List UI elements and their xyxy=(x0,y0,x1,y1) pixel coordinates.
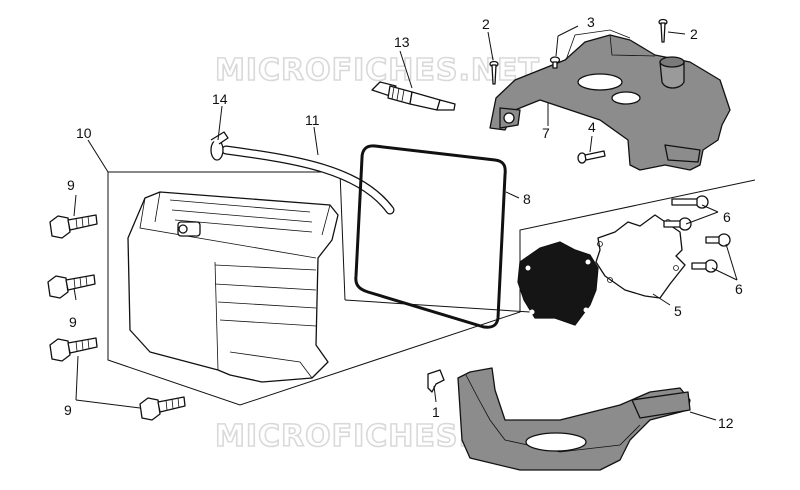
callout-2-right: 2 xyxy=(690,26,698,42)
breather-hose xyxy=(221,145,395,215)
screw-3 xyxy=(549,56,561,69)
assembly-frame-lines xyxy=(107,171,756,406)
cover-gasket xyxy=(354,144,507,329)
bolt-9-c xyxy=(49,337,98,362)
callout-10: 10 xyxy=(76,125,92,141)
callout-9-top: 9 xyxy=(67,177,75,193)
screw-2-right xyxy=(658,18,668,43)
callout-14: 14 xyxy=(212,91,228,107)
watermark-top: MICROFICHES.NET xyxy=(215,53,540,88)
cylinder-head-cover xyxy=(127,191,339,383)
callout-8: 8 xyxy=(523,191,531,207)
bottom-shroud xyxy=(457,367,691,471)
callout-13: 13 xyxy=(394,34,410,50)
clip-1 xyxy=(427,369,445,393)
callout-3: 3 xyxy=(587,14,595,30)
screw-4 xyxy=(577,150,606,164)
callout-1: 1 xyxy=(432,404,440,420)
spark-plug xyxy=(371,81,456,111)
callout-7: 7 xyxy=(542,125,550,141)
bolt-6-a xyxy=(671,195,709,209)
callout-4: 4 xyxy=(588,119,596,135)
callout-9-bottom: 9 xyxy=(64,402,72,418)
black-gasket xyxy=(517,241,599,326)
callout-12: 12 xyxy=(718,415,734,431)
callout-5: 5 xyxy=(674,303,682,319)
valve-cover-plate xyxy=(595,214,686,299)
bolt-9-d xyxy=(139,396,186,421)
hose-clamp xyxy=(210,131,229,161)
callout-labels: 13 14 11 10 2 3 2 7 4 8 6 6 5 9 9 9 1 12 xyxy=(64,14,743,431)
bolt-9-a xyxy=(49,214,98,239)
bolt-6-b xyxy=(663,217,692,231)
top-shroud xyxy=(489,29,731,171)
callout-9-middle: 9 xyxy=(69,314,77,330)
callout-11: 11 xyxy=(305,112,320,128)
bolt-6-d xyxy=(691,259,718,273)
callout-2-left: 2 xyxy=(482,16,490,32)
callout-6-top: 6 xyxy=(723,209,731,225)
callout-6-bottom: 6 xyxy=(735,281,743,297)
leader-lines xyxy=(73,25,738,421)
screw-2-left xyxy=(489,60,499,85)
bolt-6-c xyxy=(705,233,731,247)
bolt-9-b xyxy=(47,274,96,299)
